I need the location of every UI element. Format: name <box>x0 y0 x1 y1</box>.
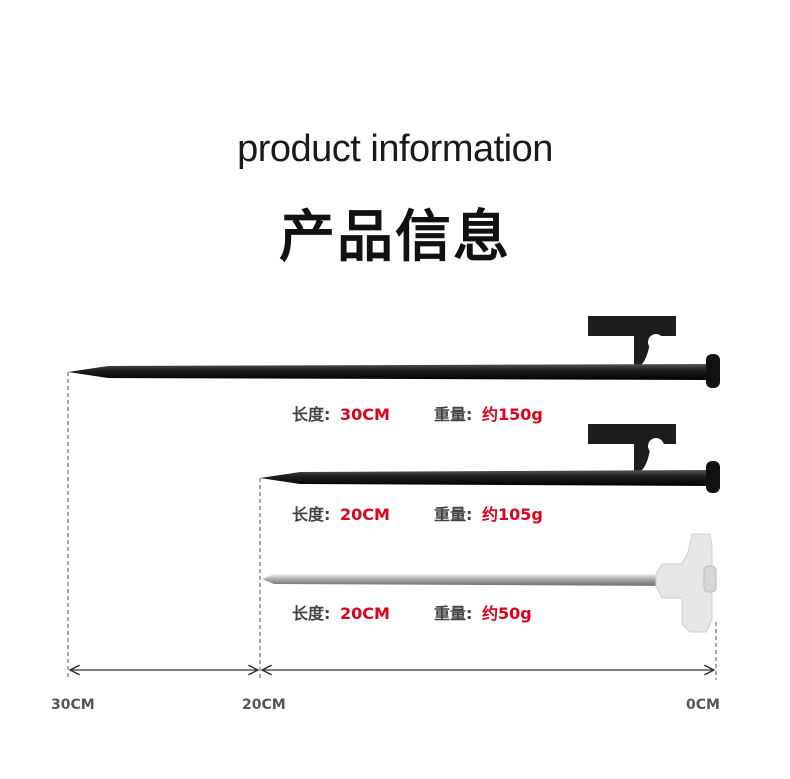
dimension-guides <box>67 372 717 680</box>
spec-weight-30cm: 重量: 约150g <box>434 401 543 425</box>
weight-value: 约50g <box>481 604 532 623</box>
length-label: 长度: <box>292 405 331 424</box>
weight-value: 约105g <box>481 505 543 524</box>
weight-value: 约150g <box>481 405 543 424</box>
spec-weight-20cm-black: 重量: 约105g <box>434 501 543 525</box>
peg-20cm-steel-icon <box>262 533 717 633</box>
scale-tick-20cm: 20CM <box>242 697 286 713</box>
length-label: 长度: <box>292 604 331 623</box>
peg-30cm-black-icon <box>68 316 720 388</box>
length-label: 长度: <box>292 505 331 524</box>
title-english: product information <box>237 128 553 170</box>
spec-row-20cm-black: 长度: 20CM <box>292 501 390 525</box>
weight-label: 重量: <box>434 405 473 424</box>
scale-tick-0cm: 0CM <box>686 697 720 713</box>
spec-row-30cm: 长度: 30CM <box>292 401 390 425</box>
scale-tick-30cm: 30CM <box>51 697 95 713</box>
length-value: 20CM <box>339 505 390 524</box>
peg-20cm-black-icon <box>260 424 720 493</box>
length-value: 30CM <box>339 405 390 424</box>
weight-label: 重量: <box>434 604 473 623</box>
weight-label: 重量: <box>434 505 473 524</box>
spec-row-20cm-steel: 长度: 20CM <box>292 600 390 624</box>
length-value: 20CM <box>339 604 390 623</box>
title-chinese: 产品信息 <box>279 205 511 270</box>
spec-weight-20cm-steel: 重量: 约50g <box>434 600 532 624</box>
